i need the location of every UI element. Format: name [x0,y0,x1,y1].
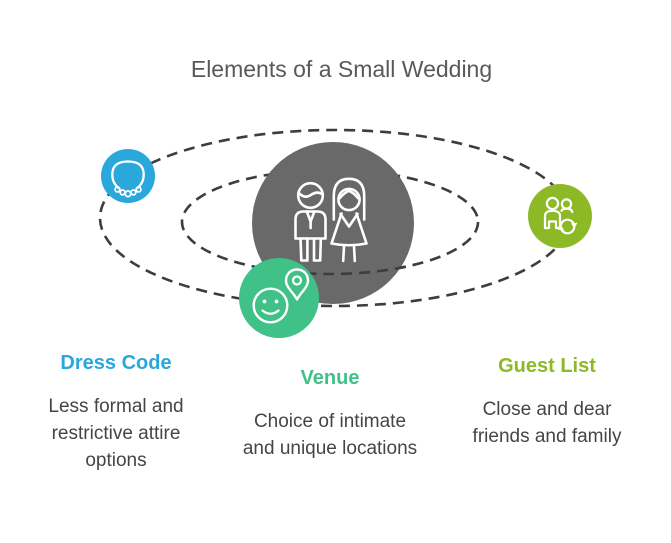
venue-section: Venue Choice of intimate and unique loca… [241,366,419,462]
guest-list-description: Close and dear friends and family [472,399,622,447]
page-title: Elements of a Small Wedding [190,56,493,82]
people-sync-icon [543,196,578,235]
bride-and-groom-icon [294,177,368,263]
dress-code-section: Dress Code Less formal and restrictive a… [21,351,211,474]
necklace-icon [111,160,145,198]
venue-circle [239,258,319,338]
venue-description: Choice of intimate and unique locations [242,411,418,459]
guest-list-heading: Guest List [498,355,596,377]
guest-list-circle [528,184,592,248]
dress-code-description: Less formal and restrictive attire optio… [48,396,184,471]
dress-code-heading: Dress Code [60,352,172,374]
orbit-ellipse-inner-front-arc [250,262,416,276]
smiley-location-pin-icon [252,268,310,324]
dress-code-circle [101,149,155,203]
venue-heading: Venue [300,367,360,389]
guest-list-section: Guest List Close and dear friends and fa… [456,354,638,450]
